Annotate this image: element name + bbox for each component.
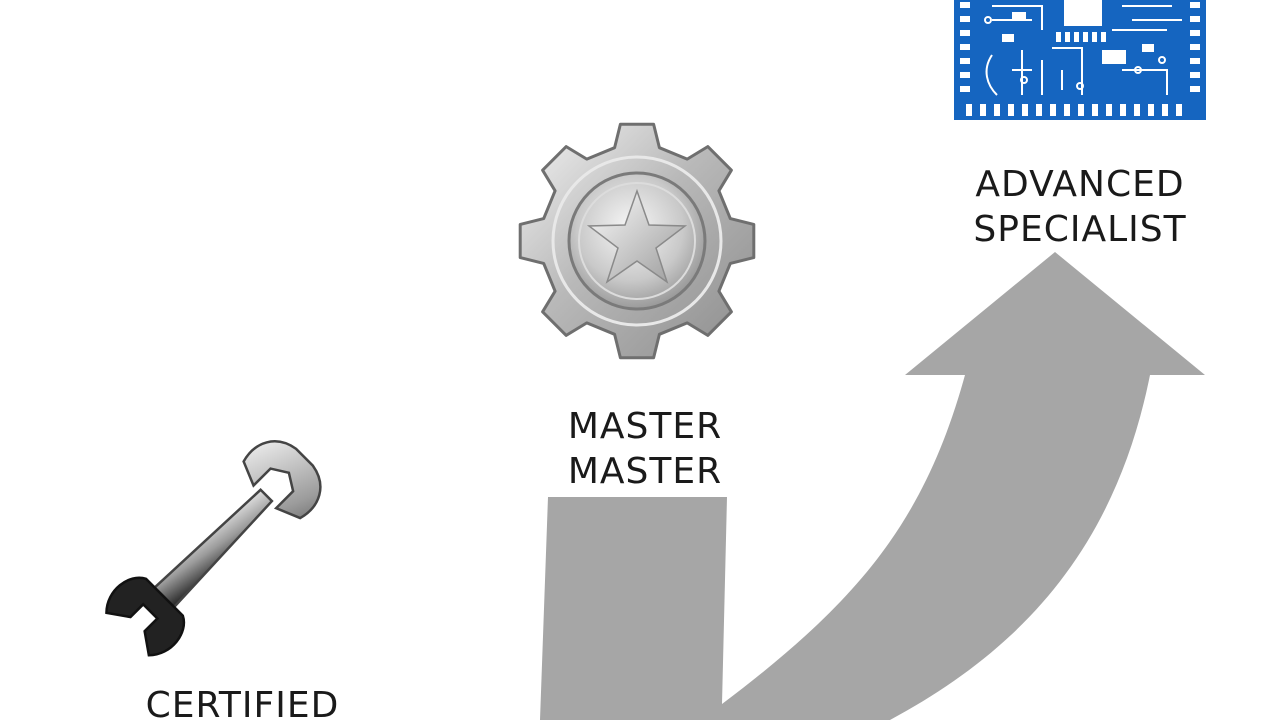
gear-star-icon xyxy=(518,122,756,360)
star-shape xyxy=(586,188,688,284)
wrench-icon xyxy=(105,440,322,657)
gear-rim xyxy=(551,155,723,327)
level-label-certified: CERTIFIED xyxy=(125,683,360,728)
level-label-master: MASTER MASTER xyxy=(545,404,745,494)
level-label-line: ADVANCED xyxy=(975,164,1185,205)
level-label-line: MASTER xyxy=(567,406,723,447)
level-label-advanced-specialist: ADVANCED SPECIALIST xyxy=(955,162,1205,252)
circuit-chip-icon xyxy=(954,0,1206,120)
gear-inner-ring xyxy=(578,182,696,300)
level-label-line: CERTIFIED xyxy=(145,685,340,726)
arrow-shape xyxy=(540,252,1205,720)
level-label-line: SPECIALIST xyxy=(973,209,1187,250)
level-label-line: MASTER xyxy=(567,451,723,492)
wrench-shape xyxy=(105,440,322,657)
